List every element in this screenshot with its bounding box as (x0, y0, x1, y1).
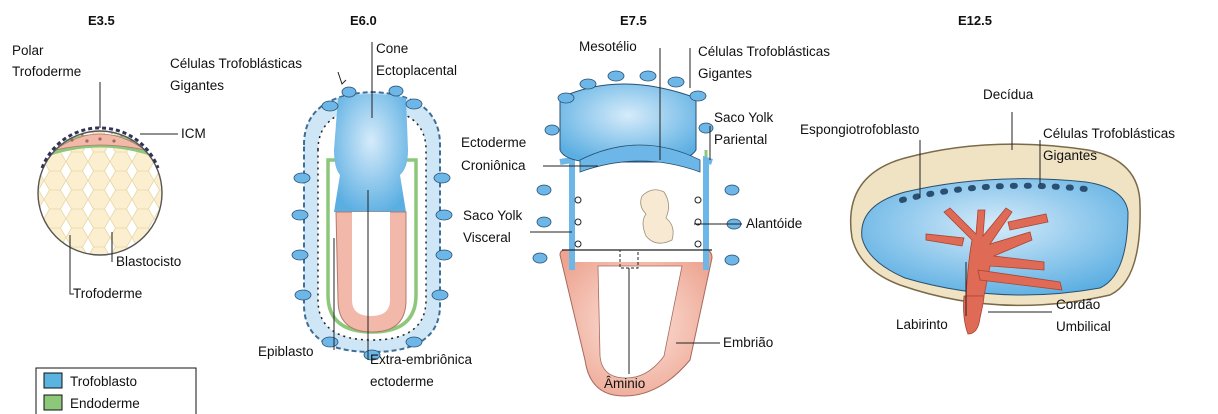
label-polar: Polar (12, 43, 44, 58)
label-e6-gigantes: Gigantes (170, 78, 224, 93)
label-polar-trofoderme: Trofoderme (12, 64, 81, 79)
stage-title-e3-5: E3.5 (88, 13, 115, 28)
label-blastocisto: Blastocisto (116, 254, 181, 269)
label-e7-aminio: Âminio (604, 376, 645, 391)
label-e12-gigantes: Gigantes (1043, 148, 1097, 163)
legend: Trofoblasto Endoderme (36, 368, 196, 414)
stage-title-e7-5: E7.5 (620, 13, 647, 28)
label-e7-visceral: Visceral (463, 230, 511, 245)
label-e7-cronionica: Croniônica (461, 158, 526, 173)
label-e7-ectoderme: Ectoderme (461, 135, 526, 150)
legend-swatch-endoderme (44, 395, 62, 410)
blastocyst-illustration (38, 128, 162, 255)
label-e7-pariental: Pariental (714, 132, 767, 147)
label-icm: ICM (181, 126, 206, 141)
label-e7-gigantes: Gigantes (698, 66, 752, 81)
legend-label-endoderme: Endoderme (70, 396, 140, 411)
legend-label-trofoblasto: Trofoblasto (70, 374, 137, 389)
label-e12-espongiotrofoblasto: Espongiotrofoblasto (800, 122, 919, 137)
label-e6-cone: Cone (376, 41, 408, 56)
label-trofoderme: Trofoderme (73, 286, 142, 301)
label-e6-ectoderme: ectoderme (370, 374, 434, 389)
label-e12-labirinto: Labirinto (896, 317, 948, 332)
label-e7-celulas-trofoblasticas: Células Trofoblásticas (698, 44, 830, 59)
label-e7-mesotelio: Mesotélio (579, 39, 637, 54)
stage-title-e6-0: E6.0 (350, 13, 377, 28)
label-e7-saco-yolk-pariental: Saco Yolk (714, 110, 774, 125)
label-e7-saco-yolk-visceral: Saco Yolk (463, 208, 523, 223)
label-e6-extra-embrionica: Extra-embriônica (370, 352, 473, 367)
label-e12-celulas-trofoblasticas: Células Trofoblásticas (1043, 126, 1175, 141)
label-e6-epiblasto: Epiblasto (258, 344, 314, 359)
label-e12-cordao: Cordão (1056, 297, 1100, 312)
stage-title-e12-5: E12.5 (958, 13, 992, 28)
label-e6-ectoplacental: Ectoplacental (376, 63, 457, 78)
label-e12-umbilical: Umbilical (1056, 319, 1111, 334)
label-e12-decidua: Decídua (983, 87, 1034, 102)
egg-cylinder-illustration (292, 86, 452, 360)
label-e6-celulas-trofoblasticas: Células Trofoblásticas (170, 56, 302, 71)
legend-swatch-trofoblasto (44, 373, 62, 388)
label-e7-embriao: Embrião (723, 335, 773, 350)
gastrulation-illustration (533, 71, 741, 396)
label-e7-alantoide: Alantóide (746, 216, 802, 231)
